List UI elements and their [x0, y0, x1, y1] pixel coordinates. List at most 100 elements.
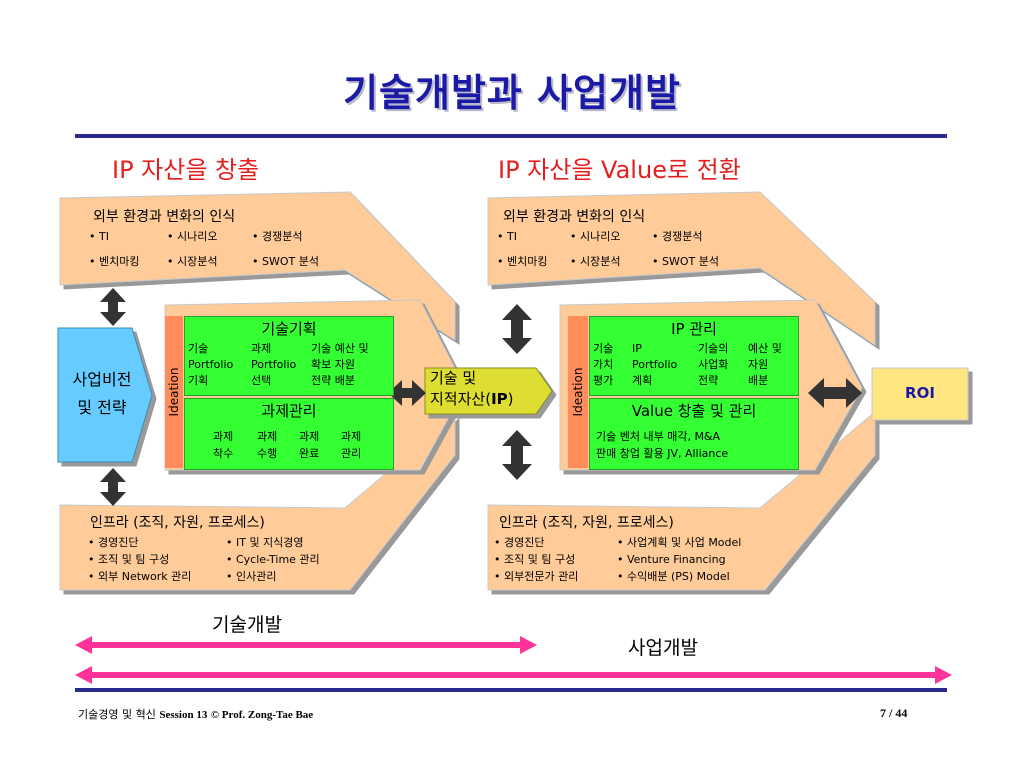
vision-pentagon: [57, 327, 153, 463]
right-env-item: • SWOT 분석: [652, 255, 719, 268]
tech-dev-label: 기술개발: [212, 614, 282, 636]
ip-mgmt-text: 예산 및: [748, 342, 782, 355]
center-line-2: 지적자산(IP): [430, 389, 514, 410]
project-mgmt-text: 관리: [341, 447, 362, 460]
ip-mgmt-text: 가치: [593, 358, 614, 371]
right-infra-item: • 조직 및 팀 구성: [494, 553, 576, 566]
tech-plan-text: 과제: [251, 342, 272, 355]
ip-mgmt-text: 전략: [698, 374, 719, 387]
right-infra-chevron: [487, 410, 876, 591]
tech-plan-box: 기술기획 기술 과제 기술 예산 및 Portfolio Portfolio 확…: [184, 316, 394, 396]
project-mgmt-text: 완료: [299, 447, 320, 460]
roi-label: ROI: [905, 384, 935, 402]
pink-double-arrow-icon: [75, 636, 952, 684]
right-env-item: • 경쟁분석: [652, 230, 703, 243]
center-ip-label: 기술 및 지적자산(IP): [430, 368, 514, 410]
footer-session: Session 13: [159, 709, 208, 721]
ip-mgmt-title: IP 관리: [671, 320, 717, 338]
ip-mgmt-box: IP 관리 기술 IP 기술의 예산 및 가치 Portfolio 사업화 자원…: [589, 316, 799, 396]
ip-mgmt-text: IP: [632, 342, 642, 355]
left-infra-chevron: [59, 413, 456, 591]
tech-plan-text: 기술: [188, 342, 209, 355]
ip-mgmt-text: 계획: [632, 374, 653, 387]
double-arrow-vertical-icon: [100, 288, 126, 506]
project-mgmt-box: 과제관리 과제 과제 과제 과제 착수 수행 완료 관리: [184, 398, 394, 470]
footer-author: © Prof. Zong-Tae Bae: [210, 709, 314, 721]
left-env-item: • TI: [89, 230, 109, 243]
center-line-1: 기술 및: [430, 369, 477, 387]
center-line-2-prefix: 지적자산(: [430, 390, 492, 408]
left-env-item: • SWOT 분석: [252, 255, 319, 268]
value-mgmt-text: 기술 벤처 내부 매각, M&A: [596, 430, 721, 443]
value-mgmt-box: Value 창출 및 관리 기술 벤처 내부 매각, M&A 판매 창업 활용 …: [589, 398, 799, 470]
ip-mgmt-text: 배분: [748, 374, 769, 387]
left-infra-item: • Cycle-Time 관리: [226, 553, 320, 566]
left-heading: IP 자산을 창출: [112, 156, 260, 184]
left-infra-item: • 경영진단: [88, 536, 139, 549]
right-infra-item: • 경영진단: [494, 536, 545, 549]
right-env-item: • 시장분석: [570, 255, 621, 268]
left-infra-item: • 조직 및 팀 구성: [88, 553, 170, 566]
ideation-label: Ideation: [571, 367, 585, 417]
right-env-title: 외부 환경과 변화의 인식: [503, 209, 646, 225]
right-env-item: • TI: [497, 230, 517, 243]
left-ideation-bar: Ideation: [165, 316, 183, 468]
right-infra-item: • Venture Financing: [617, 553, 726, 566]
right-infra-item: • 외부전문가 관리: [494, 570, 579, 583]
right-heading: IP 자산을 Value로 전환: [498, 156, 741, 184]
ip-mgmt-text: 기술의: [698, 342, 729, 355]
left-infra-title: 인프라 (조직, 자원, 프로세스): [90, 515, 265, 531]
ip-mgmt-text: 기술: [593, 342, 614, 355]
right-ideation-bar: Ideation: [568, 316, 588, 468]
center-line-2-suffix: ): [507, 390, 514, 408]
left-infra-item: • 외부 Network 관리: [88, 570, 192, 583]
left-env-item: • 시나리오: [167, 230, 218, 243]
value-mgmt-text: 판매 창업 활용 JV, Alliance: [596, 447, 729, 460]
footer-course: 기술경영 및 혁신: [78, 708, 156, 721]
tech-plan-text: 선택: [251, 374, 272, 387]
tech-plan-text: 기획: [188, 374, 209, 387]
right-infra-title: 인프라 (조직, 자원, 프로세스): [499, 515, 674, 531]
right-infra-item: • 수익배분 (PS) Model: [617, 570, 730, 583]
left-infra-item: • IT 및 지식경영: [226, 536, 304, 549]
ip-mgmt-text: 사업화: [698, 358, 729, 371]
project-mgmt-text: 착수: [213, 447, 234, 460]
right-env-item: • 시나리오: [570, 230, 621, 243]
double-arrow-horizontal-icon: [388, 378, 862, 408]
tech-plan-text: 기술 예산 및: [311, 342, 369, 355]
roi-box: [871, 367, 969, 421]
tech-plan-text: Portfolio: [251, 358, 297, 371]
right-env-item: • 벤치마킹: [497, 255, 548, 268]
left-env-item: • 경쟁분석: [252, 230, 303, 243]
page-title: 기술개발과 사업개발: [343, 71, 681, 115]
tech-plan-text: Portfolio: [188, 358, 234, 371]
center-line-2-ip: IP: [491, 390, 508, 408]
ideation-label: Ideation: [167, 367, 181, 417]
project-mgmt-text: 과제: [341, 430, 362, 443]
tech-plan-text: 확보 자원: [311, 358, 355, 371]
project-mgmt-text: 과제: [299, 430, 320, 443]
project-mgmt-title: 과제관리: [261, 402, 317, 420]
footer-divider: [75, 688, 947, 692]
left-env-item: • 시장분석: [167, 255, 218, 268]
right-infra-item: • 사업계획 및 사업 Model: [617, 536, 742, 549]
ip-mgmt-text: 자원: [748, 358, 769, 371]
left-env-item: • 벤치마킹: [89, 255, 140, 268]
biz-dev-label: 사업개발: [628, 637, 698, 659]
project-mgmt-text: 과제: [213, 430, 234, 443]
ip-mgmt-text: Portfolio: [632, 358, 678, 371]
left-env-title: 외부 환경과 변화의 인식: [93, 209, 236, 225]
double-arrow-vertical-icon: [502, 304, 532, 480]
footer-info: 기술경영 및 혁신 Session 13 © Prof. Zong-Tae Ba…: [78, 706, 313, 722]
tech-plan-title: 기술기획: [261, 320, 317, 338]
center-ip-shape: [424, 367, 553, 415]
vision-line-1: 사업비전: [72, 370, 132, 389]
tech-plan-text: 전략 배분: [311, 374, 355, 387]
left-infra-item: • 인사관리: [226, 570, 277, 583]
left-env-chevron: [59, 191, 456, 341]
project-mgmt-text: 수행: [257, 447, 278, 460]
vision-label: 사업비전 및 전략: [58, 366, 146, 422]
vision-line-2: 및 전략: [77, 398, 127, 417]
page-number: 7 / 44: [880, 706, 908, 720]
value-mgmt-title: Value 창출 및 관리: [631, 402, 757, 420]
